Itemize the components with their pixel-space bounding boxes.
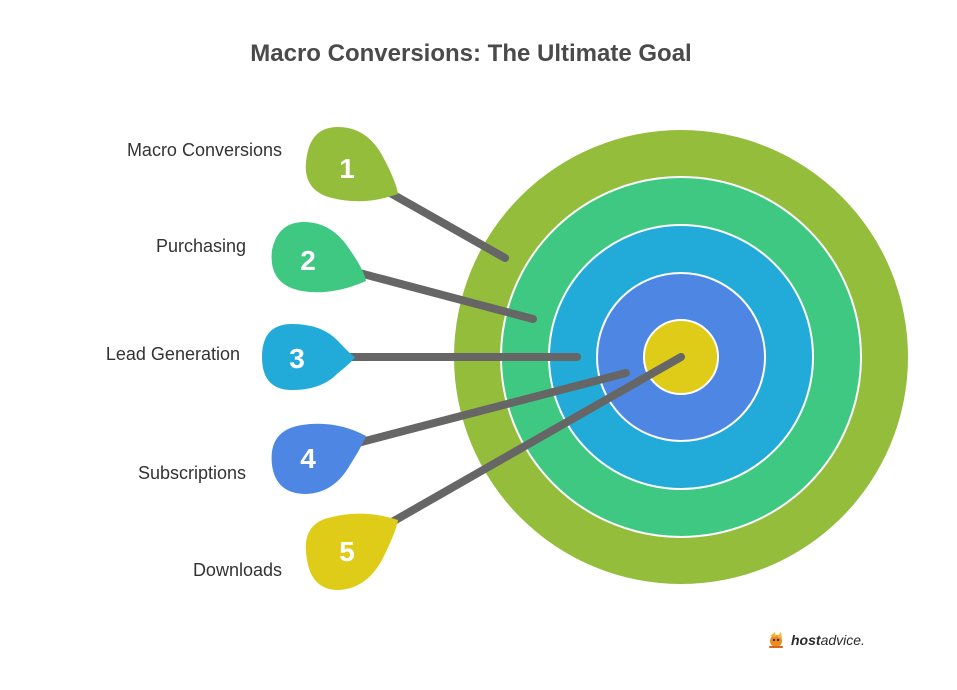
arrow-shaft-2 bbox=[348, 267, 537, 323]
arrow-shaft-4 bbox=[346, 369, 630, 449]
arrow-number-1: 1 bbox=[339, 153, 355, 184]
arrow-head-2 bbox=[271, 222, 366, 293]
label-downloads: Downloads bbox=[192, 560, 282, 580]
brand-name-rest: advice. bbox=[820, 632, 865, 648]
arrow-head-1 bbox=[305, 127, 398, 202]
arrow-shaft-5 bbox=[381, 353, 685, 530]
label-macro-conversions: Macro Conversions bbox=[126, 140, 282, 160]
label-lead-generation: Lead Generation bbox=[105, 344, 240, 364]
arrow-number-2: 2 bbox=[300, 245, 316, 276]
arrow-number-4: 4 bbox=[300, 443, 316, 474]
arrow-shaft-1 bbox=[381, 186, 509, 262]
arrow-head-5 bbox=[305, 513, 398, 590]
label-purchasing: Purchasing bbox=[155, 236, 246, 256]
brand-name-bold: host bbox=[791, 632, 821, 648]
arrow-head-4 bbox=[271, 423, 366, 494]
mascot-icon bbox=[769, 632, 783, 648]
label-subscriptions: Subscriptions bbox=[137, 463, 246, 483]
arrow-number-5: 5 bbox=[339, 536, 355, 567]
arrow-number-3: 3 bbox=[289, 343, 305, 374]
page-title: Macro Conversions: The Ultimate Goal bbox=[250, 40, 692, 67]
arrow-head-3 bbox=[262, 324, 355, 390]
